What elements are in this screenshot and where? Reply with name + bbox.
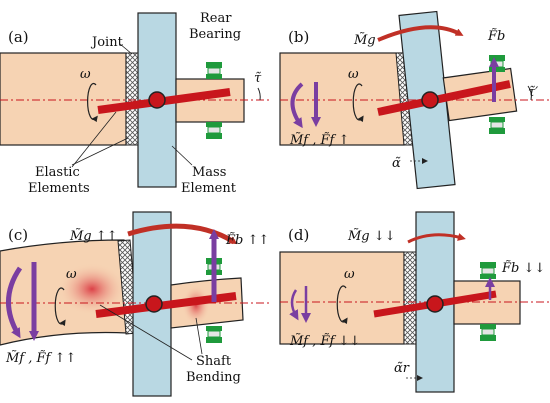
moment-arrow-mg-d	[407, 233, 466, 244]
moment-arrow-mf-d	[289, 289, 299, 321]
mg-label-d: M̃g ↓↓	[347, 228, 396, 244]
input-shaft-body-b	[279, 52, 405, 146]
mf-ff-label-b: M̃f , F̃f ↑	[289, 132, 349, 148]
rear-bearing-top-d	[480, 262, 496, 279]
tau-angle-icon-b	[527, 85, 532, 101]
elastic-elements-d	[403, 251, 417, 345]
omega-rotation-icon-b	[352, 83, 364, 123]
mf-ff-label-c: M̃f , F̃f ↑↑	[5, 350, 76, 366]
hub-d	[426, 295, 444, 313]
fb-label-c: F̃b ↑↑	[225, 232, 269, 248]
omega-label-a: ω	[80, 67, 91, 82]
elastic-leader-2	[71, 111, 117, 168]
panel-tag-d: (d)	[288, 226, 309, 244]
moment-arrow-mg-b	[377, 25, 464, 42]
rear-bearing-label-1: Rear	[200, 11, 232, 26]
alpha-label-b: α̃	[392, 156, 401, 171]
hub-a	[148, 91, 166, 109]
bending-zone-left	[58, 263, 126, 315]
omega-rotation-icon-c	[54, 287, 66, 327]
moment-arrow-mf-c	[6, 266, 23, 339]
mg-label-c: M̃g ↑↑	[69, 228, 118, 244]
omega-label-d: ω	[344, 267, 355, 282]
shaft-bending-label-1: Shaft	[196, 354, 232, 369]
rear-bearing-bottom	[206, 122, 222, 139]
panel-tag-b: (b)	[288, 28, 309, 46]
mass-label-1: Mass	[192, 165, 226, 180]
rear-bearing-bottom-b	[489, 117, 505, 134]
shaft-bar-b	[377, 80, 511, 116]
mg-label-b: M̃g	[353, 32, 376, 48]
panel-b: M̃g F̃b M̃f , F̃f ↑ ω τ̃′ α̃ (b)	[279, 10, 550, 190]
rear-bearing-label-2: Bearing	[189, 27, 241, 42]
moment-arrow-mg-c	[127, 223, 238, 245]
rear-bearing-top-b	[489, 55, 505, 72]
joint-leader	[119, 43, 133, 55]
mf-ff-label-d: M̃f , F̃f ↓↓	[289, 333, 360, 349]
input-shaft-body	[0, 52, 127, 146]
elastic-leader-1	[71, 137, 129, 166]
elastic-label-2: Elements	[28, 181, 90, 196]
bending-leader-2	[195, 317, 203, 355]
omega-rotation-icon	[87, 82, 98, 123]
mass-leader	[171, 145, 193, 166]
omega-label-b: ω	[348, 67, 359, 82]
mass-label-2: Element	[181, 181, 237, 196]
joint-label: Joint	[90, 35, 124, 50]
panel-tag-a: (a)	[8, 28, 29, 46]
elastic-elements	[125, 52, 139, 146]
omega-rotation-icon-d	[336, 285, 348, 325]
panel-d: M̃g ↓↓ F̃b ↓↓ M̃f , F̃f ↓↓ ω α̃r (d)	[279, 211, 550, 393]
fb-label-b: F̃b	[487, 28, 505, 44]
rear-bearing-bottom-d	[480, 324, 496, 341]
panel-tag-c: (c)	[8, 226, 28, 244]
moment-arrow-mf-b	[290, 82, 304, 129]
tau-angle-icon	[257, 87, 261, 101]
tau-label-a: τ̃	[254, 71, 262, 86]
panel-a: ω τ̃ (a) Joint Rear Bearing Elastic Elem…	[0, 11, 270, 196]
tau-label-b: τ̃′	[528, 85, 538, 100]
bending-leader-1	[99, 304, 193, 361]
rear-bearing-bottom-c	[206, 326, 222, 343]
panel-c: M̃g ↑↑ F̃b ↑↑ M̃f , F̃f ↑↑ ω Shaft Bendi…	[0, 211, 270, 397]
hub-c	[145, 295, 163, 313]
elastic-label-1: Elastic	[35, 165, 80, 180]
shaft-bending-label-2: Bending	[186, 370, 241, 385]
hub-b	[421, 91, 439, 109]
input-shaft-body-d	[279, 251, 405, 345]
alpha-label-d: α̃r	[394, 361, 410, 376]
rear-bearing-top	[206, 62, 222, 79]
fb-label-d: F̃b ↓↓	[501, 260, 545, 276]
omega-label-c: ω	[66, 267, 77, 282]
